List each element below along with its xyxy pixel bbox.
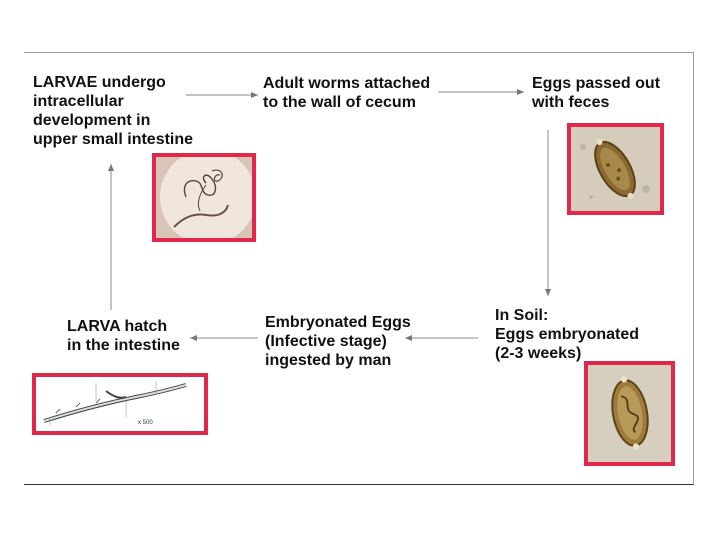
egg-feces-photo (567, 123, 664, 215)
adult-worm-photo (152, 153, 256, 242)
embryonated-egg-photo (584, 361, 675, 466)
step-adult-worms: Adult worms attached to the wall of cecu… (263, 75, 431, 111)
step-larvae-development: LARVAE undergo intracellular development… (33, 74, 194, 148)
step-in-soil: In Soil: Eggs embryonated (2-3 weeks) (495, 307, 640, 362)
larva-drawing: x 500 (32, 373, 208, 435)
drawing-scale-label: x 500 (138, 420, 153, 426)
step-larva-hatch: LARVA hatch in the intestine (67, 318, 180, 354)
diagram-frame (24, 52, 694, 485)
step-embryonated-eggs: Embryonated Eggs (Infective stage) inges… (265, 314, 411, 369)
step-eggs-passed: Eggs passed out with feces (532, 75, 661, 111)
